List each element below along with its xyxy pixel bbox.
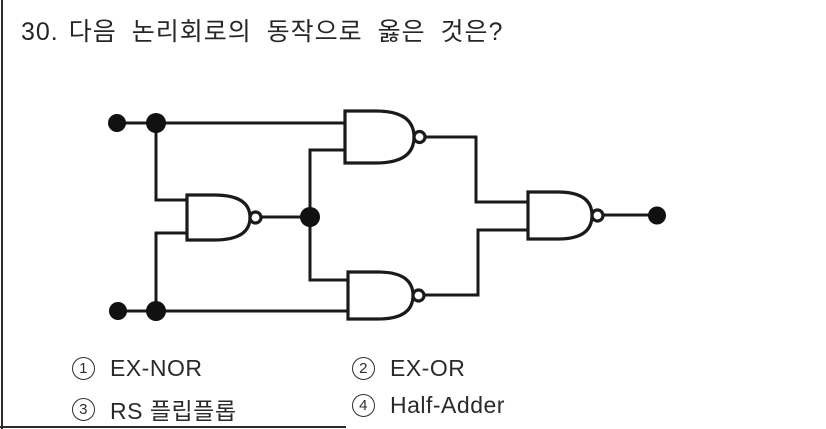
wire-inputB-to-first-gate <box>154 231 187 311</box>
middle-junction-dot <box>300 207 320 227</box>
option-3[interactable]: 3 RS 플립플롭 <box>72 392 236 426</box>
option-2-number-badge: 2 <box>352 357 375 380</box>
option-3-number-badge: 3 <box>72 397 95 421</box>
bottom-border-rule <box>0 426 346 428</box>
question-line: 30. 다음 논리회로의 동작으로 옳은 것은? <box>21 12 503 48</box>
input-b-terminal-dot <box>109 302 127 320</box>
wire-bottom-gate-to-final-gate <box>425 228 528 297</box>
option-1[interactable]: 1 EX-NOR <box>72 355 202 382</box>
output-terminal-dot <box>648 206 666 225</box>
question-number: 30. <box>21 18 59 46</box>
nand-gate-final-bubble <box>590 208 605 223</box>
circuit-terminals <box>108 113 666 321</box>
wire-junction-to-bottom-gate <box>308 217 348 282</box>
question-text: 다음 논리회로의 동작으로 옳은 것은? <box>68 18 504 46</box>
circuit-gates <box>185 109 605 321</box>
option-1-number: 1 <box>79 360 88 377</box>
option-2-label: EX-OR <box>390 355 466 381</box>
left-border-rule <box>1 0 3 429</box>
option-1-label: EX-NOR <box>110 355 203 381</box>
wire-junction-to-top-gate <box>308 148 346 217</box>
nand-gate-bottom-bubble <box>411 288 426 303</box>
option-4[interactable]: 4 Half-Adder <box>352 392 505 419</box>
option-2[interactable]: 2 EX-OR <box>352 355 465 382</box>
option-3-label: RS 플립플롭 <box>110 398 237 424</box>
option-3-number: 3 <box>79 400 88 418</box>
option-4-label: Half-Adder <box>390 392 505 418</box>
nand-gate-first-bubble <box>248 210 263 225</box>
option-1-number-badge: 1 <box>72 357 95 380</box>
option-4-number: 4 <box>359 397 368 414</box>
option-2-number: 2 <box>359 360 368 377</box>
wire-top-gate-to-final-gate <box>426 135 528 204</box>
nand-gate-top-bubble <box>412 129 427 145</box>
input-a-junction-dot <box>146 113 166 133</box>
wire-inputA-to-first-gate <box>154 123 187 202</box>
option-4-number-badge: 4 <box>352 394 375 417</box>
input-b-junction-dot <box>146 301 166 321</box>
input-a-terminal-dot <box>108 114 126 132</box>
